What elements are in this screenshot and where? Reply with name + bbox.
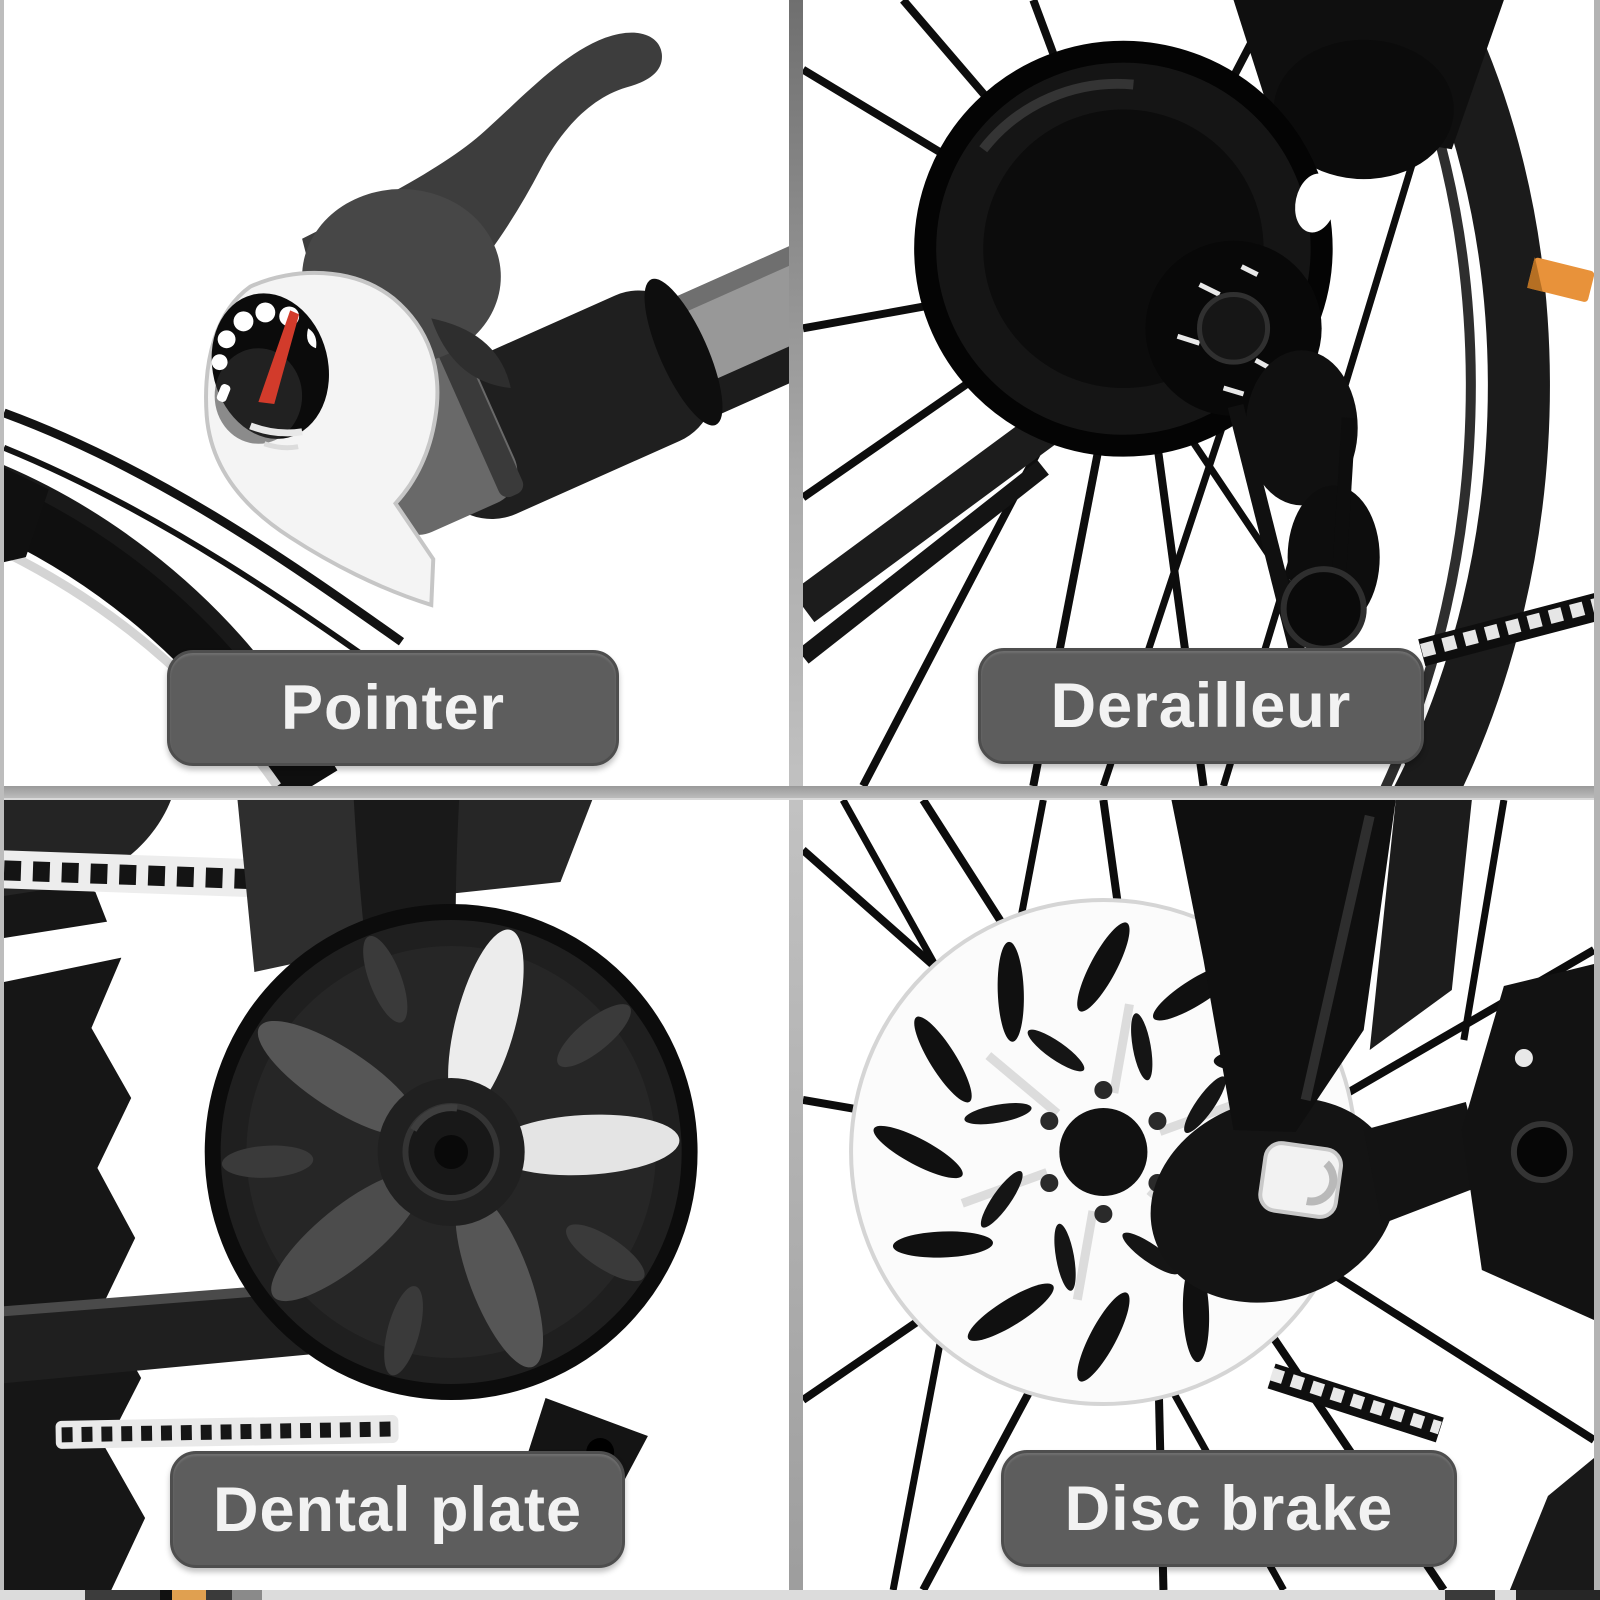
tire-icon	[4, 800, 171, 1590]
dental-plate-label: Dental plate	[170, 1451, 625, 1568]
axle-nut-icon	[1258, 1141, 1343, 1219]
derailleur-label-text: Derailleur	[1050, 671, 1352, 741]
chainring-icon	[204, 904, 698, 1400]
grid-divider-vertical	[789, 0, 803, 1600]
orange-reflector-icon	[1527, 256, 1594, 302]
left-edge-border	[0, 0, 4, 1600]
red-needle-icon	[258, 310, 300, 404]
chain-icon	[1269, 1367, 1442, 1435]
gear-indicator-gauge-icon	[211, 293, 329, 451]
disc-brake-label-text: Disc brake	[1064, 1473, 1394, 1544]
pointer-label: Pointer	[167, 650, 619, 766]
brake-caliper-icon	[1461, 964, 1594, 1320]
derailleur-label: Derailleur	[978, 648, 1424, 764]
fork-icon	[1171, 800, 1472, 1132]
right-edge-border	[1594, 0, 1600, 1600]
grid-divider-horizontal	[0, 786, 1600, 800]
panel-derailleur: Derailleur	[803, 0, 1594, 786]
shifter-gauge-photo-illustration	[4, 32, 789, 786]
pointer-label-text: Pointer	[280, 673, 506, 743]
chain-icon	[1419, 598, 1594, 658]
panel-disc-brake: Disc brake	[803, 800, 1594, 1590]
chainring-photo-illustration	[4, 800, 698, 1590]
panel-pointer: Pointer	[4, 0, 789, 786]
panel-dental-plate: Dental plate	[4, 800, 789, 1590]
disc-brake-label: Disc brake	[1001, 1450, 1457, 1567]
next-image-sliver	[0, 1590, 1600, 1600]
derailleur-cage-icon	[1227, 350, 1380, 737]
dental-plate-label-text: Dental plate	[212, 1474, 583, 1545]
